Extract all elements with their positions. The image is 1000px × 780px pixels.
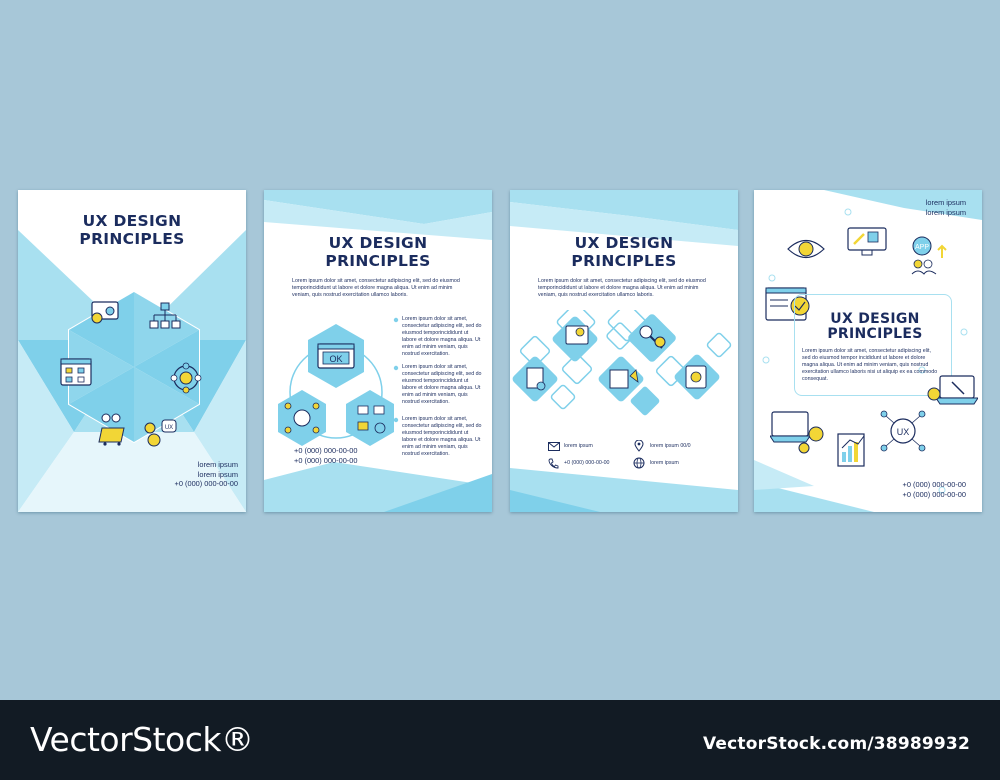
- cover-phone: +0 (000) 000-00-00: [174, 479, 238, 488]
- page3-mail-text: lorem ipsum: [564, 443, 593, 449]
- page4-background: [754, 190, 982, 512]
- mail-icon: [548, 442, 560, 451]
- image-id-label: VectorStock.com/38989932: [702, 734, 970, 754]
- page2-phone-1: +0 (000) 000-00-00: [294, 446, 358, 455]
- page4-body-text: Lorem ipsum dolor sit amet, consectetur …: [802, 348, 938, 382]
- watermark-footer: VectorStock® VectorStock.com/38989932: [0, 700, 1000, 780]
- page4-line-2: lorem ipsum: [925, 207, 966, 217]
- brochure-page-2: UX DESIGN PRINCIPLES Lorem ipsum dolor s…: [264, 190, 492, 512]
- page2-diagram: OK: [278, 324, 394, 446]
- page4-text-box: [794, 294, 952, 396]
- monitor-gear-icon: [91, 301, 119, 324]
- page3-diamond-grid: [512, 310, 732, 416]
- eye-bulb-icon: [787, 239, 825, 259]
- page4-contact: +0 (000) 000-00-00 +0 (000) 000-00-00: [903, 480, 966, 499]
- page2-phone-2: +0 (000) 000-00-00: [294, 455, 358, 465]
- flowchart-window-icon: [60, 358, 92, 386]
- flow-check-icon: [357, 405, 369, 415]
- page2-background: [264, 190, 492, 512]
- page4-phone-1: +0 (000) 000-00-00: [902, 480, 966, 489]
- app-label: APP: [915, 244, 929, 251]
- page2-column-1: Lorem ipsum dolor sit amet, consectetur …: [402, 316, 482, 357]
- ux-network-label: UX: [897, 427, 910, 437]
- cover-line-2: lorem ipsum: [197, 469, 238, 479]
- chart-report-icon: [837, 433, 865, 467]
- page4-line-1: lorem ipsum: [925, 198, 966, 207]
- brochure-page-4: lorem ipsum lorem ipsum APP UX DESIGN PR…: [754, 190, 982, 512]
- hierarchy-icon: [149, 302, 181, 329]
- brochure-page-3: UX DESIGN PRINCIPLES Lorem ipsum dolor s…: [510, 190, 738, 512]
- ux-gears-icon: UX: [144, 419, 177, 447]
- page2-column-3: Lorem ipsum dolor sit amet, consectetur …: [402, 416, 482, 457]
- cover-title: UX DESIGN PRINCIPLES: [79, 212, 185, 248]
- page2-contact: +0 (000) 000-00-00 +0 (000) 000-00-00: [294, 446, 357, 465]
- phone-icon: [548, 458, 559, 469]
- media-chess-icon: [609, 369, 629, 389]
- users-cart-icon: [98, 413, 125, 446]
- design-monitor-icon: [847, 227, 887, 256]
- laptop-tools-icon: [927, 375, 978, 405]
- app-team-icon: APP: [911, 236, 947, 275]
- laptop-gears-icon: [770, 411, 824, 454]
- user-network-icon: [293, 409, 311, 427]
- page3-background: [510, 190, 738, 512]
- cover-contact: lorem ipsum lorem ipsum +0 (000) 000-00-…: [158, 460, 238, 489]
- page4-header: lorem ipsum lorem ipsum: [926, 198, 966, 217]
- cover-line-1: lorem ipsum: [197, 460, 238, 469]
- globe-icon: [633, 457, 645, 469]
- page2-bullets: [393, 317, 399, 423]
- page3-intro-text: Lorem ipsum dolor sit amet, consectetur …: [538, 278, 706, 298]
- page3-website: lorem ipsum: [650, 460, 679, 466]
- ux-network-icon: UX: [880, 410, 926, 452]
- page4-phone-2: +0 (000) 000-00-00: [902, 489, 966, 499]
- page2-column-2: Lorem ipsum dolor sit amet, consectetur …: [402, 364, 482, 405]
- brochure-cover-page: UX DESIGN PRINCIPLES U: [18, 190, 246, 512]
- page3-phone: +0 (000) 000-00-00: [564, 460, 610, 466]
- ok-label: OK: [329, 354, 342, 364]
- ux-badge-label: UX: [165, 425, 173, 431]
- page2-intro-text: Lorem ipsum dolor sit amet, consectetur …: [292, 278, 460, 298]
- page4-title: UX DESIGN PRINCIPLES: [827, 311, 923, 342]
- page2-title: UX DESIGN PRINCIPLES: [325, 234, 431, 270]
- page3-title: UX DESIGN PRINCIPLES: [571, 234, 677, 270]
- location-pin-icon: [634, 440, 644, 452]
- vectorstock-logo: VectorStock®: [30, 720, 254, 759]
- dollar-cycle-icon: [170, 362, 202, 394]
- page3-address: lorem ipsum 00/0: [650, 443, 691, 449]
